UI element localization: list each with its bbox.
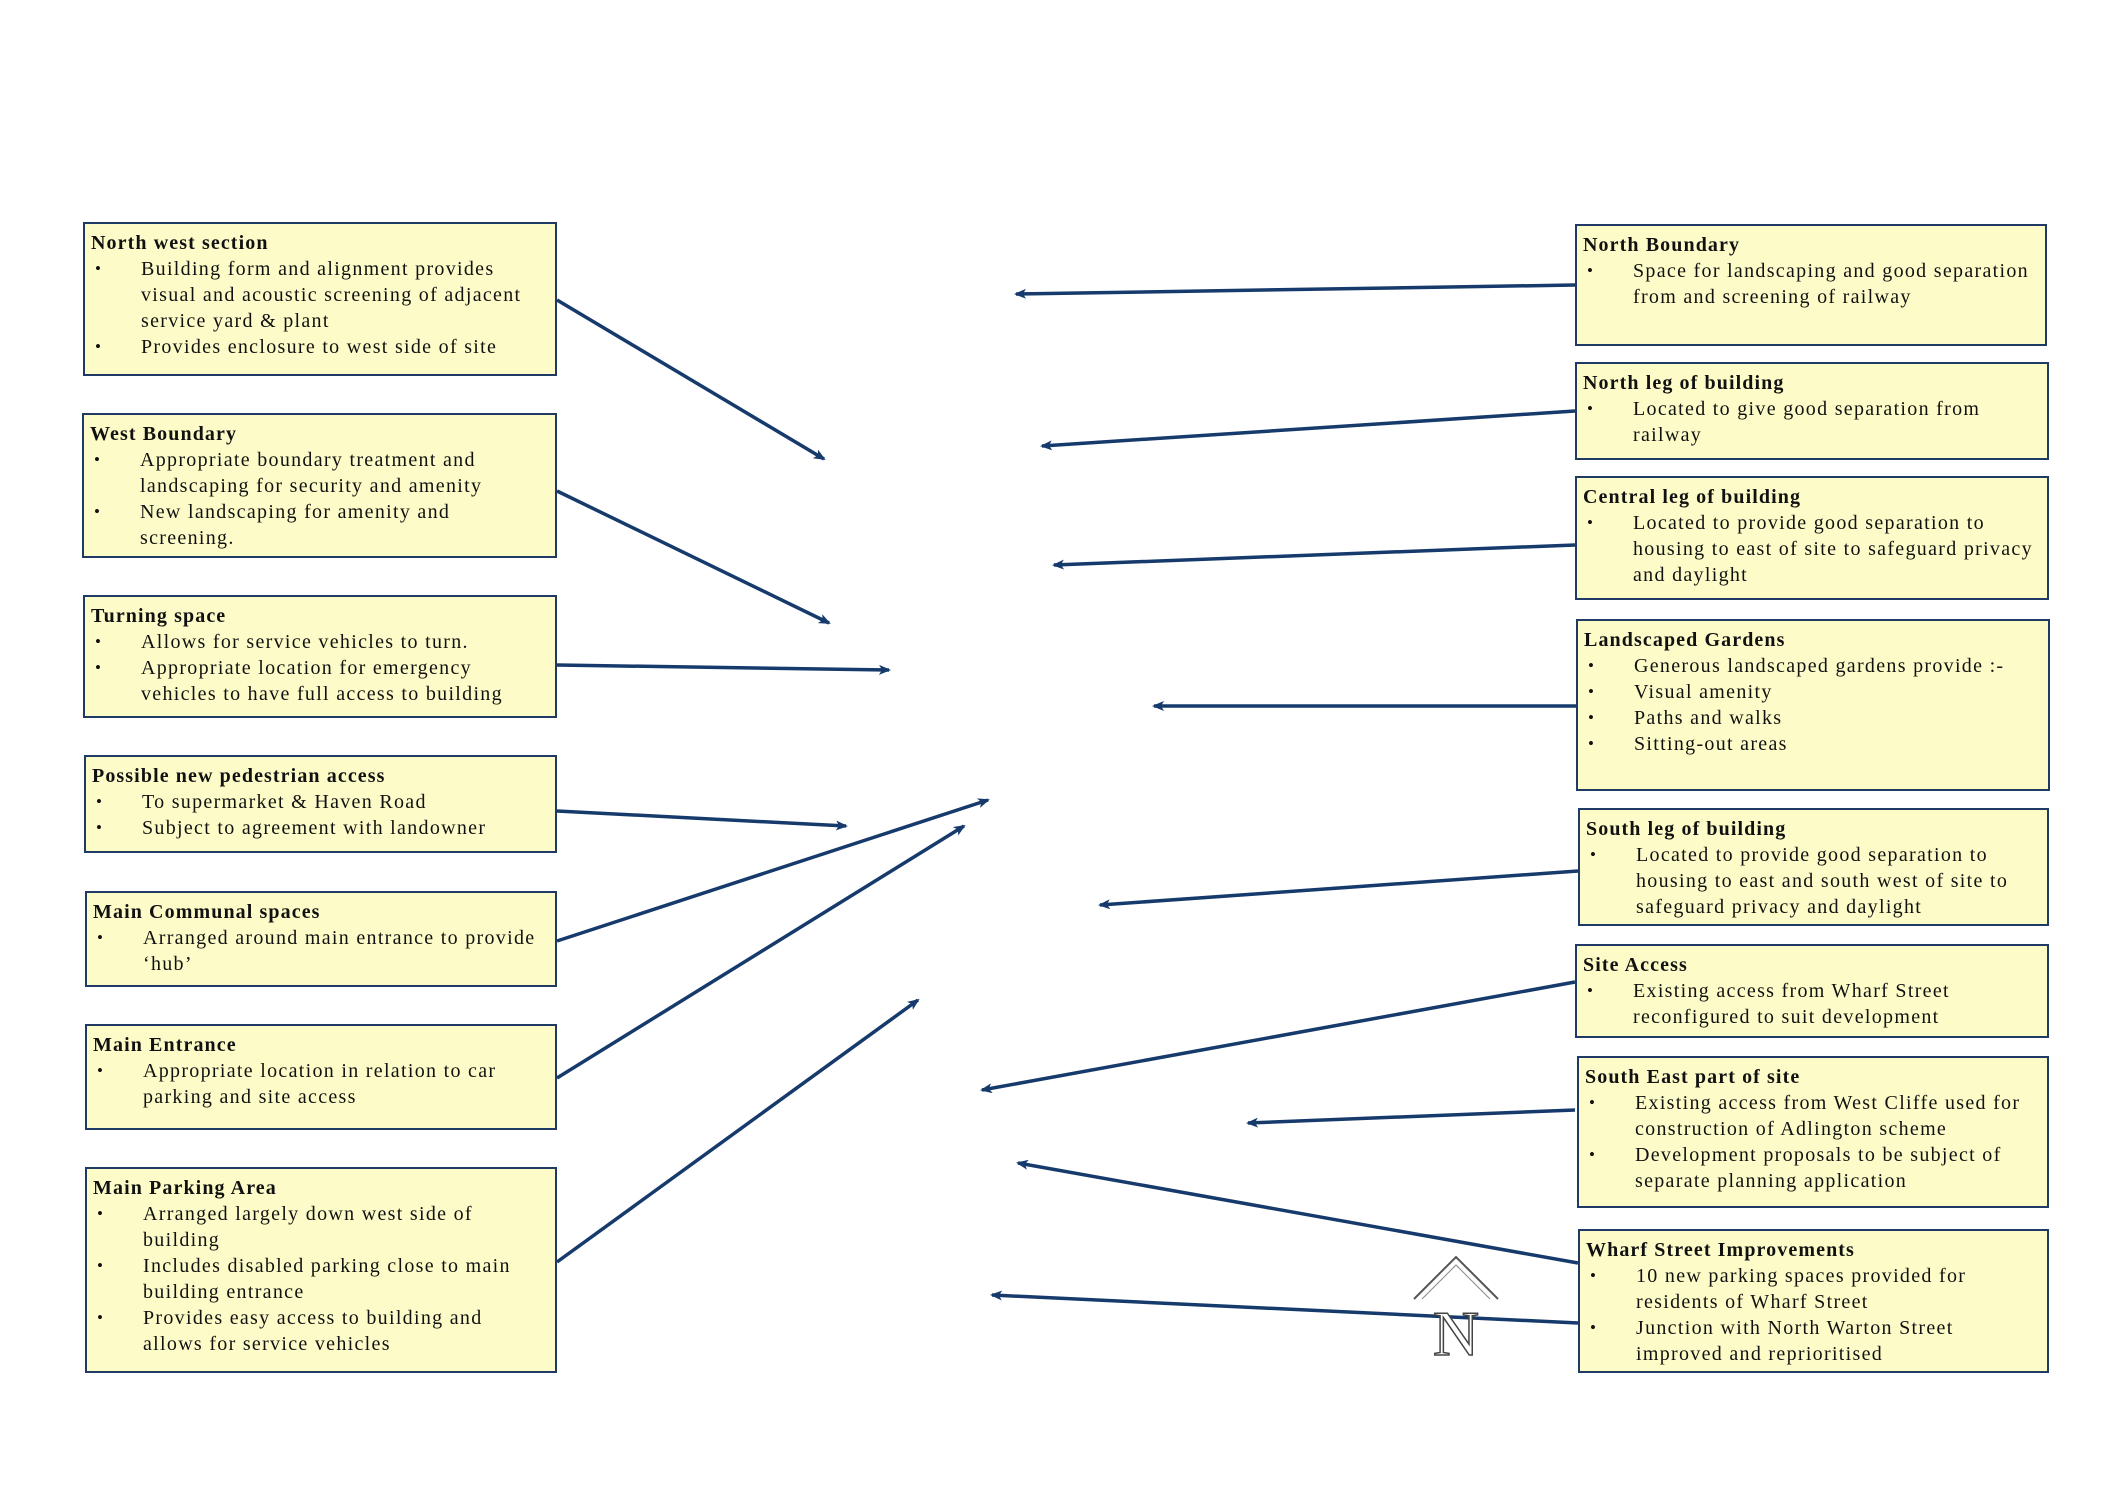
box-pedestrian-access: Possible new pedestrian access To superm… (84, 755, 557, 853)
bullet-item: Existing access from West Cliffe used fo… (1585, 1090, 2039, 1142)
arrow-central-leg (1052, 543, 1576, 570)
arrow-north-leg (1040, 409, 1576, 451)
bullet-item: Appropriate location for emergency vehic… (91, 655, 547, 707)
box-north-west-section: North west section Building form and ali… (83, 222, 557, 376)
box-turning-space: Turning space Allows for service vehicle… (83, 595, 557, 718)
bullet-item: Sitting-out areas (1584, 731, 2040, 757)
arrow-pedestrian-access (556, 809, 848, 831)
bullet-item: To supermarket & Haven Road (92, 789, 547, 815)
box-south-leg: South leg of building Located to provide… (1578, 808, 2049, 926)
bullet-item: Visual amenity (1584, 679, 2040, 705)
box-title: Possible new pedestrian access (92, 765, 386, 787)
bullet-item: Paths and walks (1584, 705, 2040, 731)
bullet-item: Provides easy access to building and all… (93, 1305, 547, 1357)
bullet-item: Located to provide good separation to ho… (1583, 510, 2039, 588)
bullet-item: Includes disabled parking close to main … (93, 1253, 547, 1305)
bullet-item: Development proposals to be subject of s… (1585, 1142, 2039, 1194)
arrow-north-boundary (1014, 283, 1576, 299)
box-title: Main Entrance (93, 1034, 237, 1056)
arrow-south-leg (1098, 869, 1579, 910)
box-title: North Boundary (1583, 234, 1741, 256)
arrow-turning-space (556, 663, 891, 675)
box-title: Main Communal spaces (93, 901, 321, 923)
bullet-item: Appropriate location in relation to car … (93, 1058, 547, 1110)
bullet-item: Located to give good separation from rai… (1583, 396, 2039, 448)
bullet-item: Junction with North Warton Street improv… (1586, 1315, 2039, 1367)
box-central-leg: Central leg of building Located to provi… (1575, 476, 2049, 600)
bullet-item: Arranged around main entrance to provide… (93, 925, 547, 977)
bullet-item: Provides enclosure to west side of site (91, 334, 547, 360)
arrow-main-communal-spaces (556, 798, 990, 943)
box-title: North west section (91, 232, 269, 254)
box-main-entrance: Main Entrance Appropriate location in re… (85, 1024, 557, 1130)
arrow-wharf-street-improvements-lower (990, 1290, 1579, 1325)
bullet-item: Located to provide good separation to ho… (1586, 842, 2039, 920)
box-north-leg: North leg of building Located to give go… (1575, 362, 2049, 460)
box-north-boundary: North Boundary Space for landscaping and… (1575, 224, 2047, 346)
box-title: Turning space (91, 605, 227, 627)
box-west-boundary: West Boundary Appropriate boundary treat… (82, 413, 557, 558)
bullet-item: 10 new parking spaces provided for resid… (1586, 1263, 2039, 1315)
arrow-south-east-part (1246, 1108, 1576, 1128)
arrow-site-access (980, 980, 1576, 1094)
bullet-item: Arranged largely down west side of build… (93, 1201, 547, 1253)
box-title: Landscaped Gardens (1584, 629, 1786, 651)
arrow-west-boundary (556, 489, 831, 625)
arrow-main-parking-area (555, 998, 920, 1264)
bullet-item: Subject to agreement with landowner (92, 815, 547, 841)
box-title: Main Parking Area (93, 1177, 277, 1199)
box-landscaped-gardens: Landscaped Gardens Generous landscaped g… (1576, 619, 2050, 791)
box-title: South leg of building (1586, 818, 1787, 840)
bullet-item: Allows for service vehicles to turn. (91, 629, 547, 655)
box-main-communal-spaces: Main Communal spaces Arranged around mai… (85, 891, 557, 987)
north-letter: N (1433, 1298, 1479, 1360)
box-title: West Boundary (90, 423, 238, 445)
box-title: Central leg of building (1583, 486, 1802, 508)
bullet-item: Existing access from Wharf Street reconf… (1583, 978, 2039, 1030)
bullet-item: Appropriate boundary treatment and lands… (90, 447, 547, 499)
bullet-item: Generous landscaped gardens provide :- (1584, 653, 2040, 679)
box-wharf-street-improvements: Wharf Street Improvements 10 new parking… (1578, 1229, 2049, 1373)
north-arrow-icon: N (1413, 1255, 1499, 1360)
arrow-main-entrance (556, 824, 966, 1080)
box-title: Wharf Street Improvements (1586, 1239, 1855, 1261)
arrow-north-west-section (556, 298, 826, 461)
bullet-item: New landscaping for amenity and screenin… (90, 499, 547, 551)
box-title: North leg of building (1583, 372, 1785, 394)
box-site-access: Site Access Existing access from Wharf S… (1575, 944, 2049, 1038)
arrow-wharf-street-improvements-upper (1016, 1159, 1579, 1265)
bullet-item: Building form and alignment provides vis… (91, 256, 547, 334)
box-title: Site Access (1583, 954, 1688, 976)
bullet-item: Space for landscaping and good separatio… (1583, 258, 2037, 310)
box-south-east-part: South East part of site Existing access … (1577, 1056, 2049, 1208)
box-main-parking-area: Main Parking Area Arranged largely down … (85, 1167, 557, 1373)
box-title: South East part of site (1585, 1066, 1801, 1088)
